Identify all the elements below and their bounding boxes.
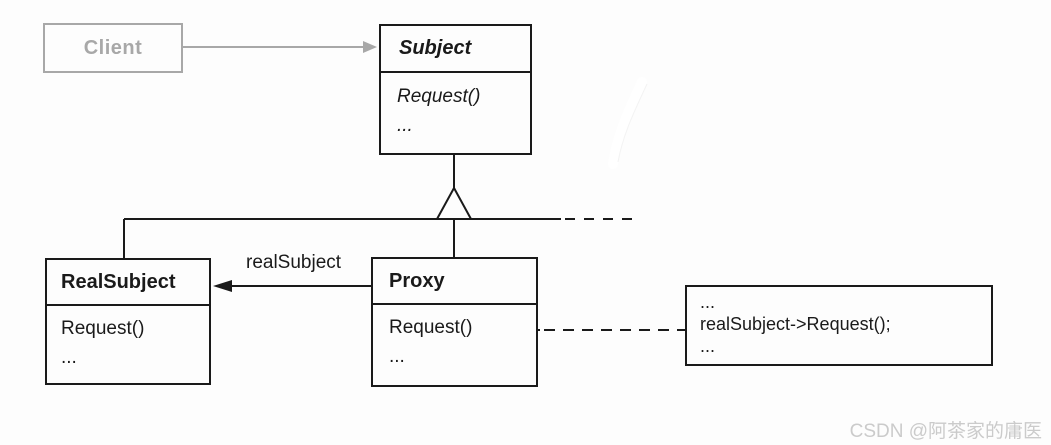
proxy-realsubject-arrow — [213, 280, 371, 292]
method-label: Request() — [397, 86, 481, 107]
inheritance-triangle-icon — [435, 185, 473, 220]
method-label: ... — [61, 347, 77, 368]
class-name-subject: Subject — [381, 26, 530, 73]
note-box: ... realSubject->Request(); ... — [685, 285, 993, 366]
note-line: realSubject->Request(); — [700, 314, 891, 334]
client-subject-association-arrow — [181, 41, 377, 53]
class-name-proxy: Proxy — [373, 259, 536, 305]
method-label: ... — [389, 346, 405, 367]
method-label: Request() — [61, 318, 145, 339]
method-label: Request() — [389, 317, 473, 338]
class-name-client: Client — [83, 36, 143, 59]
class-name-realsubject: RealSubject — [47, 260, 209, 306]
class-box-subject: Subject Request() ... — [379, 24, 532, 155]
method-label: ... — [397, 115, 413, 136]
csdn-watermark: CSDN @阿茶家的庸医 — [849, 421, 1042, 442]
artifact-swoosh — [608, 77, 648, 169]
class-methods-proxy: Request() ... — [373, 305, 536, 368]
note-line: ... — [700, 292, 716, 312]
class-methods-realsubject: Request() ... — [47, 306, 209, 369]
class-box-client: Client — [43, 23, 183, 73]
note-line: ... — [700, 336, 716, 356]
class-box-proxy: Proxy Request() ... — [371, 257, 538, 387]
class-methods-subject: Request() ... — [381, 73, 530, 137]
generalization-lines — [123, 155, 640, 259]
class-box-realsubject: RealSubject Request() ... — [45, 258, 211, 385]
association-label-realsubject: realSubject — [246, 252, 342, 273]
